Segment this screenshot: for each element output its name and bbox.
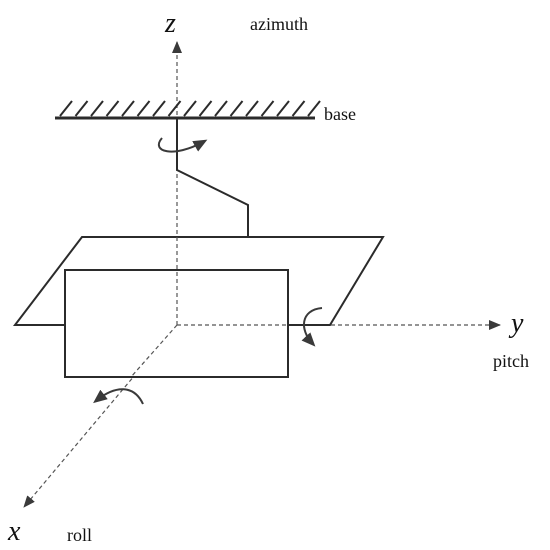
base-hatch-mark (121, 100, 135, 117)
base-hatching (59, 100, 321, 117)
base-hatch-mark (245, 100, 259, 117)
roll-rotation-arrow-icon (93, 388, 144, 405)
base-hatch-mark (198, 100, 213, 117)
base-ground (55, 100, 321, 120)
base-hatch-mark (152, 100, 166, 117)
x-axis-line (23, 324, 178, 508)
base-hatch-mark (105, 100, 120, 117)
base-hatch-mark (260, 100, 275, 117)
roll-label: roll (67, 525, 92, 545)
base-hatch-mark (214, 100, 228, 117)
azimuth-rotation-arrow-icon (157, 137, 208, 153)
base-hatch-mark (291, 100, 306, 117)
base-hatch-mark (136, 100, 151, 117)
x-axis-inner (130, 324, 178, 378)
base-hatch-mark (276, 100, 290, 117)
base-hatch-mark (183, 100, 197, 117)
base-hatch-mark (167, 100, 182, 117)
pitch-label: pitch (493, 351, 529, 371)
base-hatch-mark (74, 100, 89, 117)
pitch-rotation-arrow-icon (301, 307, 323, 347)
z-axis-label: z (164, 8, 176, 39)
base-hatch-mark (229, 100, 244, 117)
base-hatch-mark (307, 100, 321, 117)
y-axis-label: y (508, 308, 524, 339)
base-label: base (324, 104, 356, 124)
azimuth-label: azimuth (250, 14, 308, 34)
base-hatch-mark (59, 100, 73, 117)
base-hatch-mark (90, 100, 104, 117)
gimbal-stem (176, 118, 249, 237)
x-axis-label: x (7, 516, 21, 547)
